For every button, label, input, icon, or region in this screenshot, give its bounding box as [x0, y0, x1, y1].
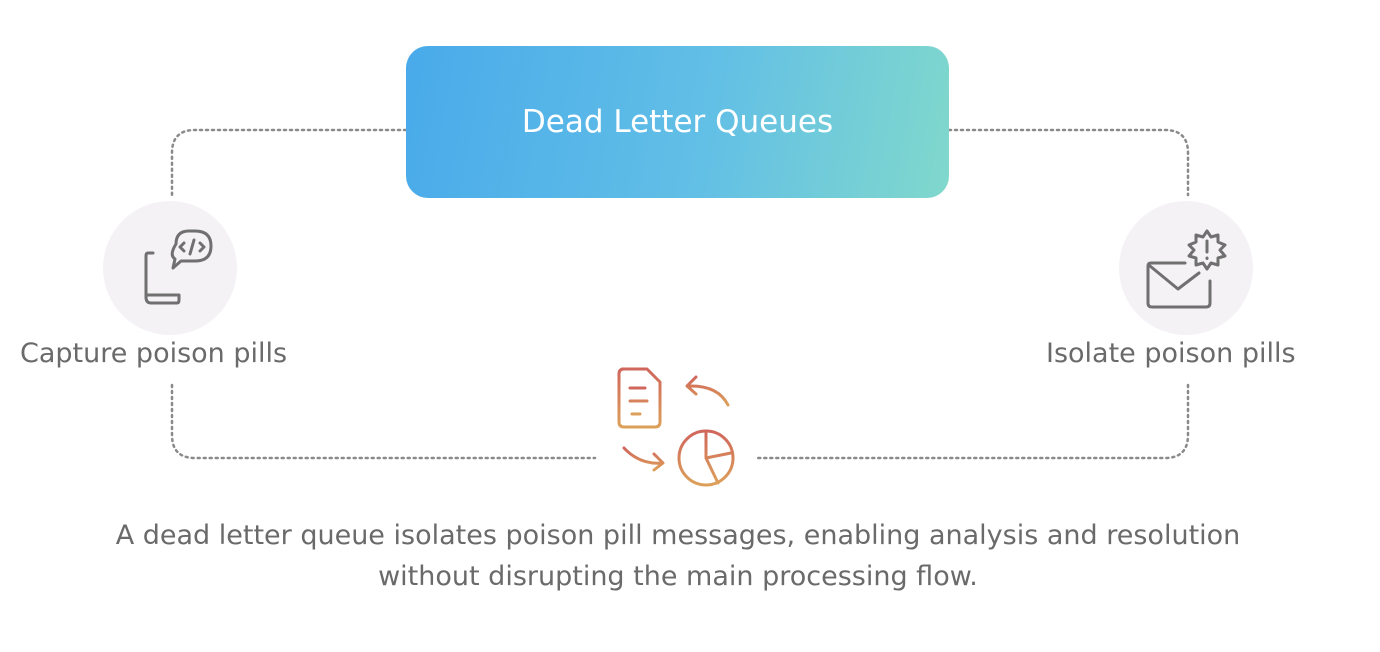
- right-node-circle: [1119, 201, 1253, 335]
- caption: A dead letter queue isolates poison pill…: [0, 515, 1356, 597]
- caption-line-2: without disrupting the main processing f…: [378, 561, 978, 592]
- title-text: Dead Letter Queues: [521, 104, 834, 140]
- title-box: Dead Letter Queues: [406, 46, 949, 198]
- left-node-label: Capture poison pills: [20, 338, 288, 369]
- code-chat-icon: [144, 229, 213, 305]
- document-analysis-cycle-icon: [617, 367, 735, 487]
- mail-alert-icon: [1146, 229, 1227, 309]
- caption-line-1: A dead letter queue isolates poison pill…: [115, 520, 1241, 551]
- right-node-label: Isolate poison pills: [1046, 338, 1296, 369]
- left-node-circle: [103, 201, 237, 335]
